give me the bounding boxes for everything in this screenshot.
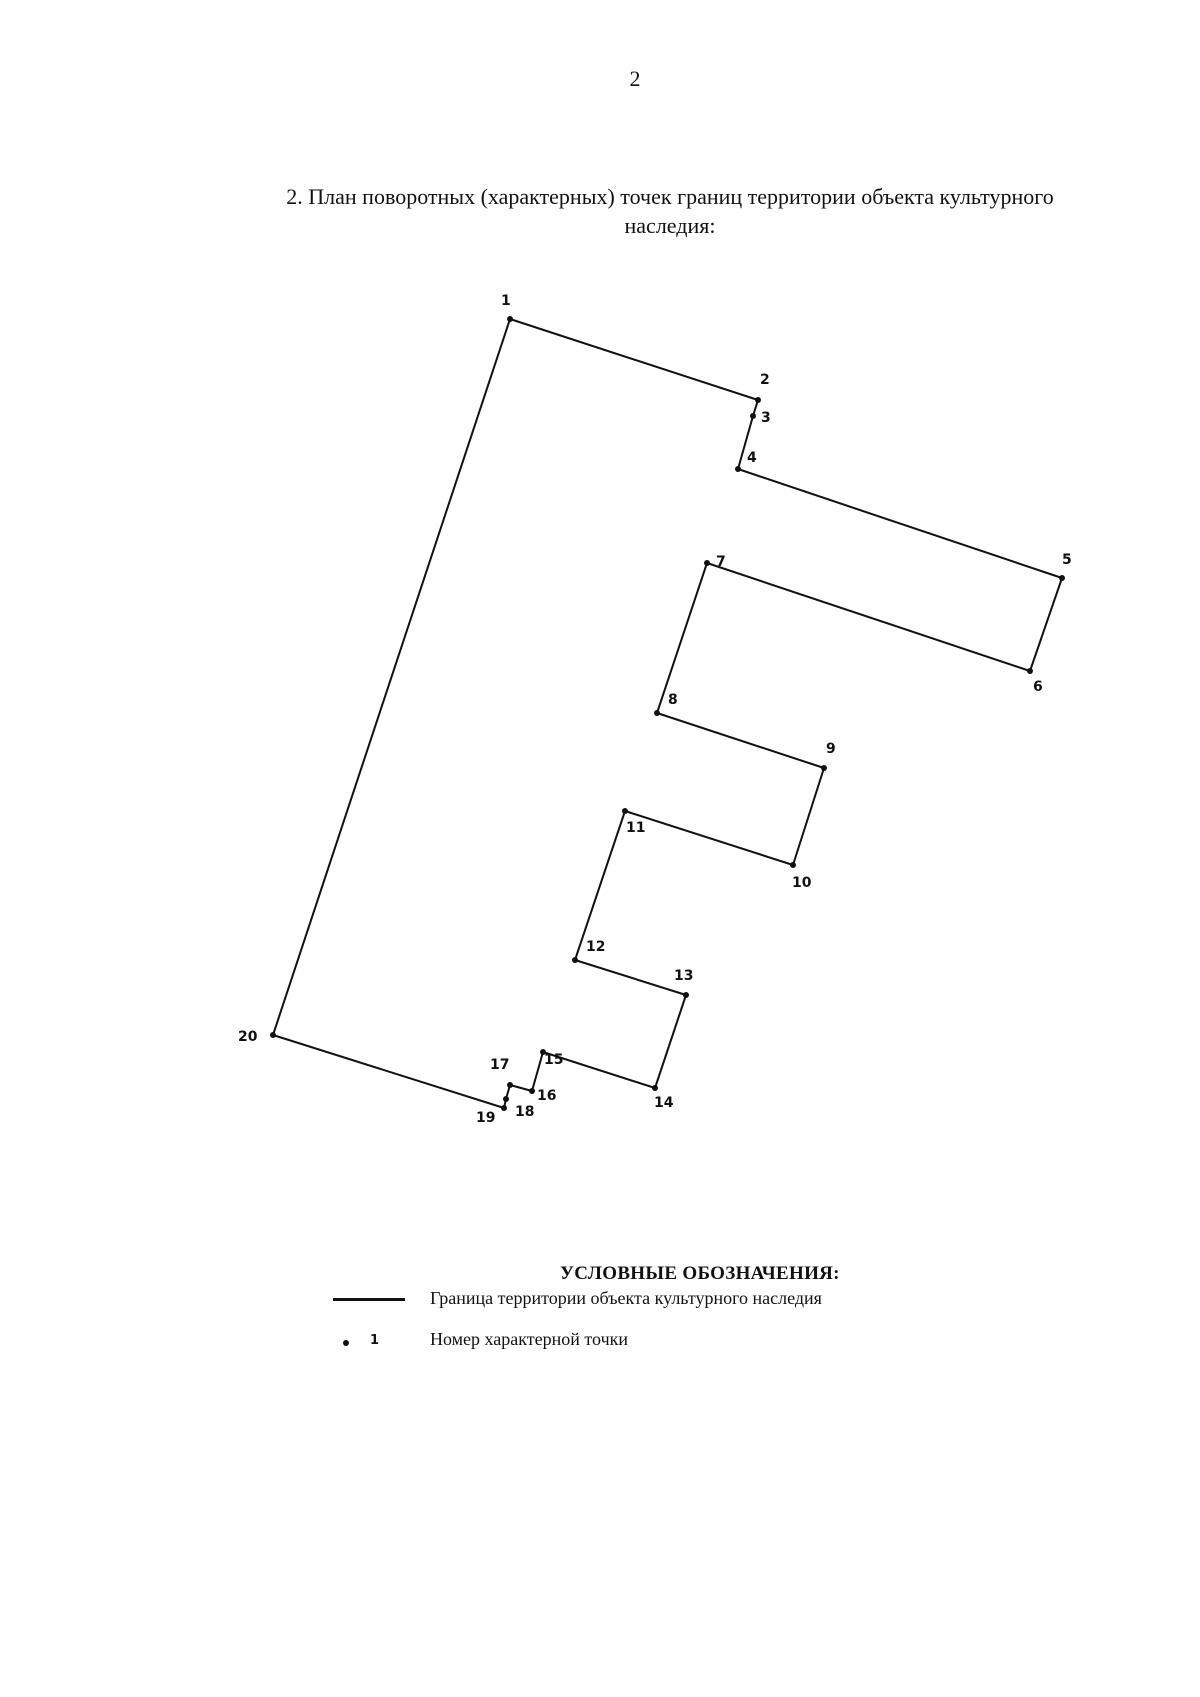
plan-title-line-2: наследия:	[624, 213, 716, 238]
point-marker-12	[572, 957, 578, 963]
point-label-20: 20	[238, 1029, 258, 1045]
point-marker-18	[503, 1096, 509, 1102]
point-label-10: 10	[792, 875, 812, 891]
point-marker-3	[750, 413, 756, 419]
point-label-4: 4	[747, 450, 757, 466]
point-label-17: 17	[490, 1057, 509, 1073]
point-marker-20	[270, 1032, 276, 1038]
point-marker-9	[821, 765, 827, 771]
plan-title-line-1: 2. План поворотных (характерных) точек г…	[286, 184, 1054, 209]
point-marker-5	[1059, 575, 1065, 581]
point-label-3: 3	[761, 410, 771, 426]
point-label-15: 15	[544, 1052, 563, 1068]
point-label-9: 9	[826, 741, 836, 757]
point-marker-14	[652, 1085, 658, 1091]
territory-boundary-line	[272, 318, 1063, 1109]
page-number: 2	[629, 66, 641, 91]
legend-boundary-label: Граница территории объекта культурного н…	[430, 1288, 822, 1308]
legend-point-number-sample: 1	[370, 1333, 380, 1348]
point-label-5: 5	[1062, 552, 1072, 568]
legend-title: УСЛОВНЫЕ ОБОЗНАЧЕНИЯ:	[560, 1263, 840, 1284]
point-marker-10	[790, 862, 796, 868]
point-label-8: 8	[668, 692, 678, 708]
point-marker-2	[755, 397, 761, 403]
point-label-16: 16	[537, 1088, 556, 1104]
point-marker-4	[735, 466, 741, 472]
point-label-11: 11	[626, 820, 645, 836]
point-label-13: 13	[674, 968, 693, 984]
point-label-12: 12	[586, 939, 605, 955]
point-marker-13	[683, 992, 689, 998]
point-marker-16	[529, 1088, 535, 1094]
point-marker-6	[1027, 668, 1033, 674]
point-label-1: 1	[501, 293, 511, 309]
point-marker-15	[540, 1049, 546, 1055]
point-marker-17	[507, 1082, 513, 1088]
point-label-7: 7	[716, 554, 726, 570]
point-label-2: 2	[760, 372, 770, 388]
legend-point-label: Номер характерной точки	[430, 1329, 628, 1349]
point-label-14: 14	[654, 1095, 674, 1111]
point-marker-1	[507, 316, 513, 322]
point-marker-8	[654, 710, 660, 716]
point-marker-19	[501, 1105, 507, 1111]
point-label-6: 6	[1033, 679, 1043, 695]
point-marker-11	[622, 808, 628, 814]
point-marker-7	[704, 560, 710, 566]
point-label-18: 18	[515, 1104, 534, 1120]
point-label-19: 19	[476, 1110, 495, 1126]
legend-boundary-line-symbol	[333, 1298, 405, 1301]
plan-title: 2. План поворотных (характерных) точек г…	[230, 182, 1110, 240]
legend-point-symbol	[343, 1340, 349, 1346]
